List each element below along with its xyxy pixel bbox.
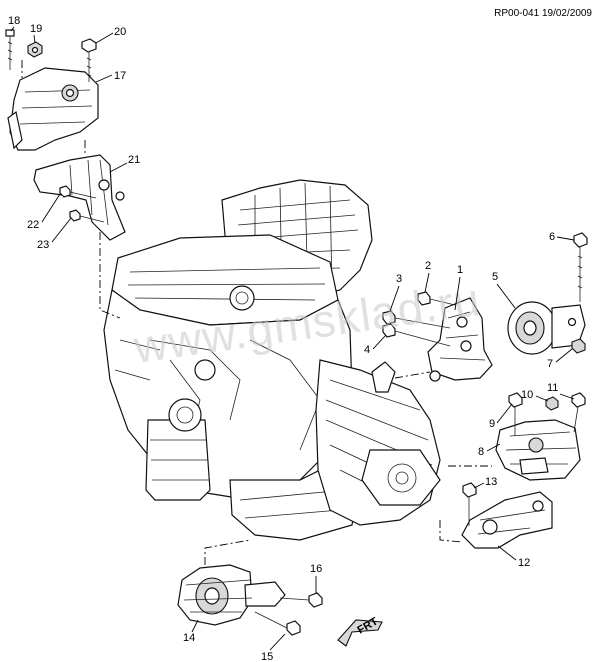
callout-15: 15 (261, 651, 273, 662)
nut-19 (27, 41, 43, 58)
bolt-13 (462, 482, 477, 526)
bolt-11 (571, 392, 586, 433)
callout-22: 22 (27, 219, 39, 231)
callout-12: 12 (518, 557, 530, 569)
callout-21: 21 (128, 154, 140, 166)
transmission-assembly (315, 359, 441, 526)
callout-6: 6 (549, 231, 555, 243)
callout-2: 2 (425, 260, 431, 272)
callout-8: 8 (478, 446, 484, 458)
front-arrow-label: FRT (356, 615, 381, 636)
callout-17: 17 (114, 70, 126, 82)
nut-10 (545, 396, 559, 411)
callouts: 1 2 3 4 5 6 7 8 9 10 11 12 13 (8, 15, 575, 662)
bolt-16 (279, 592, 323, 608)
callout-16: 16 (310, 563, 322, 575)
mount-14 (177, 564, 286, 626)
callout-5: 5 (492, 271, 498, 283)
nut-7 (571, 338, 586, 354)
bolt-20 (81, 38, 97, 82)
callout-20: 20 (114, 26, 126, 38)
callout-9: 9 (489, 418, 495, 430)
bolt-2 (417, 291, 456, 306)
bolt-4 (382, 323, 451, 347)
bracket-1 (427, 297, 493, 382)
bolt-18 (5, 29, 15, 70)
mount-5 (507, 301, 586, 355)
engine-assembly (103, 179, 373, 541)
callout-11: 11 (547, 382, 558, 394)
callout-1: 1 (457, 264, 463, 276)
bolt-9 (508, 392, 523, 436)
bolt-15 (254, 611, 301, 636)
callout-4: 4 (364, 344, 370, 356)
bracket-12 (461, 491, 553, 549)
mount-17 (7, 67, 99, 151)
callout-7: 7 (547, 358, 553, 370)
mount-8 (495, 419, 581, 481)
reference-code: RP00-041 19/02/2009 (494, 8, 592, 19)
callout-10: 10 (521, 389, 533, 401)
callout-23: 23 (37, 239, 49, 251)
bracket-21 (33, 154, 126, 241)
bolt-22 (59, 185, 97, 199)
bolt-23 (69, 209, 105, 223)
callout-3: 3 (396, 273, 402, 285)
front-direction-arrow: FRT (337, 615, 383, 647)
callout-19: 19 (30, 23, 42, 35)
callout-18: 18 (8, 15, 20, 27)
bolt-3 (382, 310, 451, 329)
callout-14: 14 (183, 632, 195, 644)
callout-13: 13 (485, 476, 497, 488)
bolt-6 (573, 232, 588, 302)
